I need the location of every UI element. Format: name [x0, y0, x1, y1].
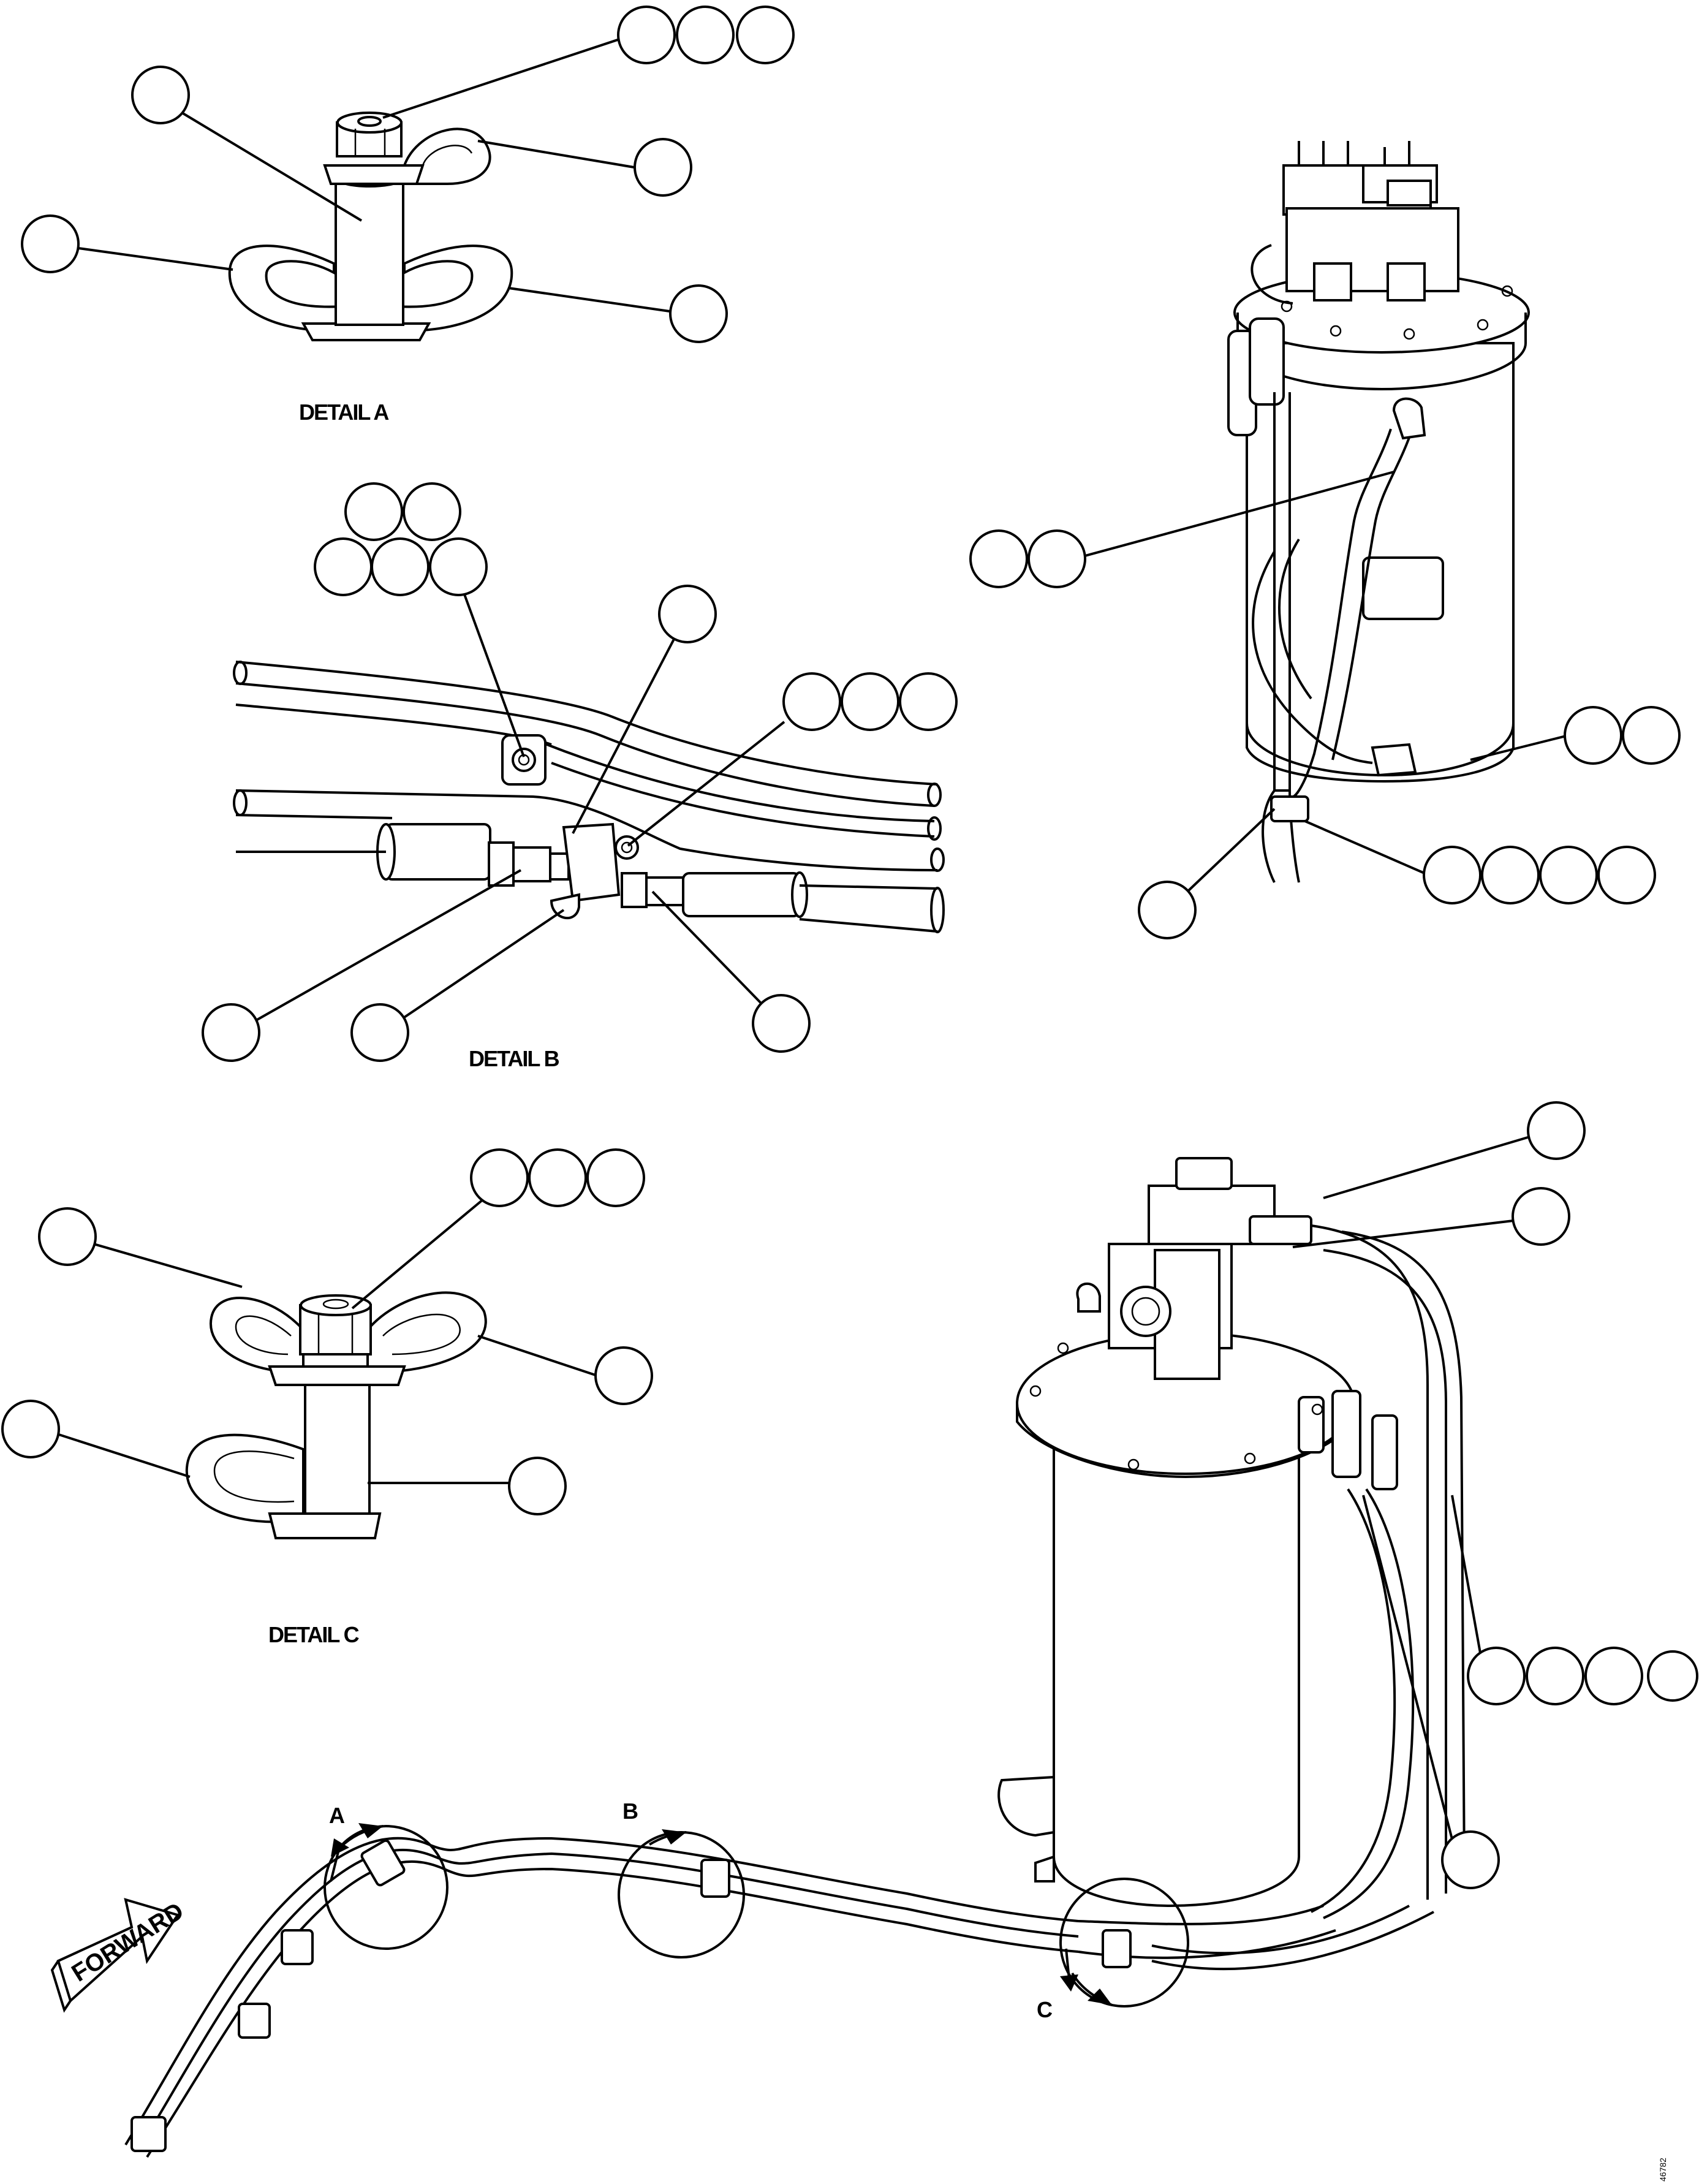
callout-balloon — [1423, 846, 1481, 904]
callout-balloon — [350, 1003, 409, 1062]
hose-routing — [124, 1837, 1434, 2158]
callout-balloon — [1584, 1647, 1643, 1705]
detail-a-caption: DETAIL A — [299, 400, 389, 425]
detail-c-caption: DETAIL C — [268, 1622, 360, 1647]
callout-balloon — [1027, 529, 1086, 588]
callout-balloon — [344, 482, 403, 541]
callout-balloon — [1512, 1187, 1570, 1246]
tank-top-callouts — [969, 471, 1681, 939]
view-marker-b: B — [622, 1799, 638, 1824]
callout-balloon — [1527, 1101, 1586, 1160]
callout-balloon — [634, 138, 692, 197]
detail-a-illustration — [228, 112, 513, 341]
tank-bottom-callouts — [1292, 1101, 1698, 1889]
reservoir-tank-top — [1227, 141, 1530, 883]
callout-balloon — [21, 214, 80, 273]
callout-balloon — [1564, 706, 1622, 765]
callout-balloon — [899, 672, 958, 731]
callout-balloon — [676, 6, 735, 64]
view-circles — [324, 1823, 1189, 2008]
callout-balloon — [1481, 846, 1540, 904]
callout-balloon — [1441, 1830, 1500, 1889]
callout-balloon — [617, 6, 676, 64]
callout-balloon — [752, 994, 811, 1053]
callout-balloon — [508, 1457, 567, 1515]
detail-a-callouts — [21, 6, 795, 343]
view-marker-c: C — [1037, 1997, 1053, 2022]
callout-balloon — [1, 1400, 60, 1458]
callout-balloon — [371, 537, 429, 596]
forward-arrow: FORWARD — [50, 1897, 188, 2013]
detail-c-illustration — [185, 1291, 487, 1539]
callout-balloon — [528, 1148, 587, 1207]
callout-balloon — [841, 672, 899, 731]
callout-balloon — [1138, 881, 1197, 939]
detail-b-caption: DETAIL B — [469, 1046, 559, 1071]
callout-balloon — [202, 1003, 260, 1062]
detail-b-callouts — [202, 482, 958, 1062]
callout-balloon — [658, 585, 717, 643]
callout-balloon — [1622, 706, 1681, 765]
detail-b-illustration — [233, 661, 945, 933]
view-circle-a — [324, 1825, 448, 1950]
callout-balloon — [1597, 846, 1656, 904]
reservoir-tank-bottom — [997, 1157, 1466, 1919]
callout-balloon — [1647, 1650, 1698, 1702]
callout-balloon — [131, 66, 190, 124]
figure-number: 46782 — [1658, 2158, 1668, 2182]
callout-balloon — [669, 284, 728, 343]
callout-balloon — [1539, 846, 1598, 904]
detail-c-callouts — [1, 1148, 653, 1515]
callout-balloon — [782, 672, 841, 731]
callout-balloon — [594, 1346, 653, 1405]
callout-balloon — [736, 6, 795, 64]
callout-balloon — [1467, 1647, 1526, 1705]
callout-balloon — [1526, 1647, 1584, 1705]
callout-balloon — [38, 1207, 97, 1266]
view-marker-a: A — [329, 1803, 345, 1828]
view-circle-c — [1059, 1878, 1189, 2008]
callout-balloon — [586, 1148, 645, 1207]
callout-balloon — [470, 1148, 529, 1207]
callout-balloon — [314, 537, 373, 596]
callout-balloon — [429, 537, 488, 596]
callout-balloon — [403, 482, 461, 541]
callout-balloon — [969, 529, 1028, 588]
